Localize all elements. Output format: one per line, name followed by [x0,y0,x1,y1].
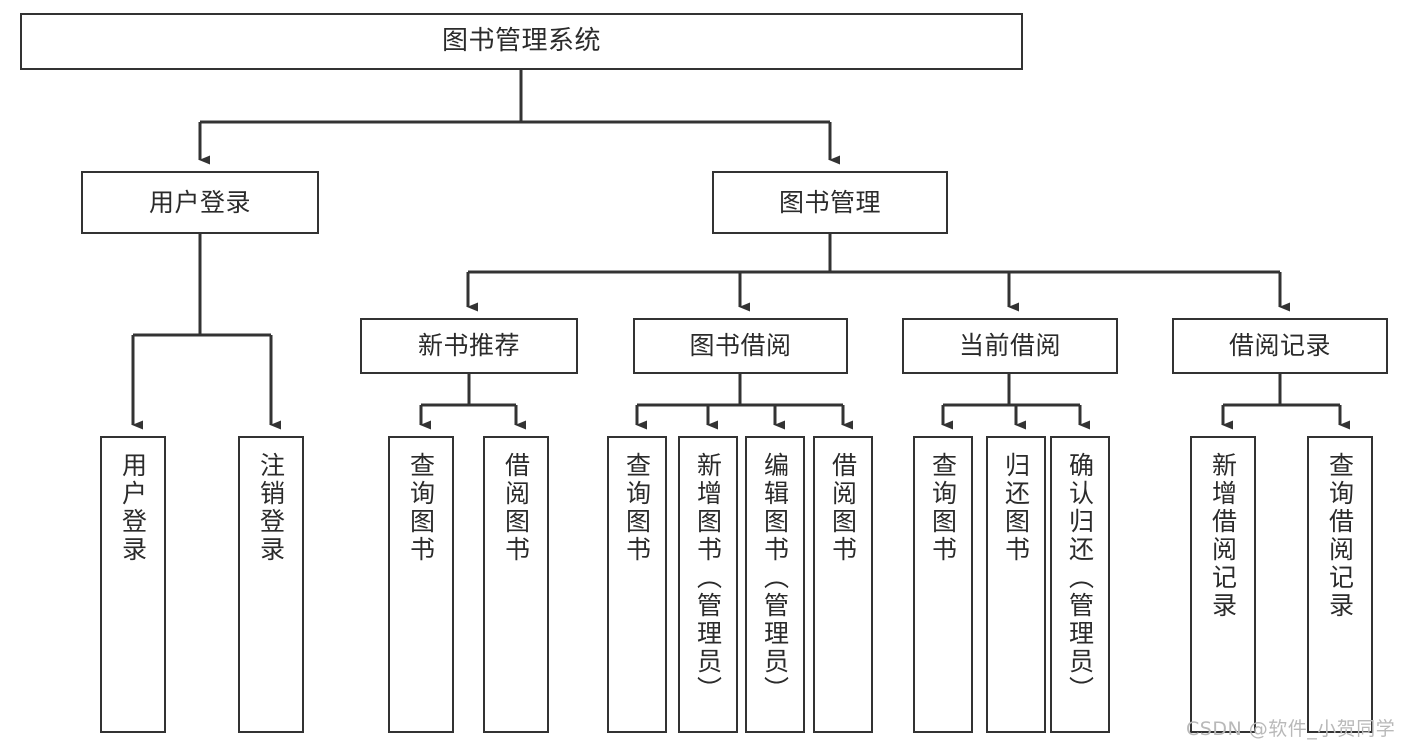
node-leaf-return-book[interactable]: 归还图书 [986,436,1046,733]
node-borrow-record[interactable]: 借阅记录 [1172,318,1388,374]
csdn-watermark: CSDN @软件_小贺同学 [1186,718,1396,740]
node-leaf-confirm-return[interactable]: 确认归还（管理员） [1050,436,1110,733]
node-leaf-edit-book-label: 编辑图书（管理员） [760,452,790,704]
node-book-borrow-label: 图书借阅 [689,331,792,361]
node-leaf-borrow-book-1[interactable]: 借阅图书 [483,436,549,733]
node-leaf-confirm-return-label: 确认归还（管理员） [1065,452,1095,704]
node-leaf-query-book-1[interactable]: 查询图书 [388,436,454,733]
node-book-manage[interactable]: 图书管理 [712,171,948,234]
node-leaf-query-record-label: 查询借阅记录 [1325,452,1355,620]
node-current-borrow-label: 当前借阅 [958,331,1061,361]
node-leaf-logout-label: 注销登录 [256,452,286,564]
node-leaf-user-login[interactable]: 用户登录 [100,436,166,733]
node-leaf-query-book-2-label: 查询图书 [622,452,652,564]
node-root[interactable]: 图书管理系统 [20,13,1023,70]
node-leaf-add-record[interactable]: 新增借阅记录 [1190,436,1256,733]
node-borrow-record-label: 借阅记录 [1228,331,1331,361]
node-leaf-add-book[interactable]: 新增图书（管理员） [678,436,738,733]
node-book-borrow[interactable]: 图书借阅 [633,318,848,374]
node-leaf-borrow-book-2[interactable]: 借阅图书 [813,436,873,733]
node-leaf-borrow-book-1-label: 借阅图书 [501,452,531,564]
node-book-manage-label: 图书管理 [778,187,881,217]
node-root-label: 图书管理系统 [441,26,601,57]
node-leaf-query-record[interactable]: 查询借阅记录 [1307,436,1373,733]
node-new-book-recommend[interactable]: 新书推荐 [360,318,578,374]
node-leaf-query-book-3-label: 查询图书 [928,452,958,564]
node-leaf-query-book-3[interactable]: 查询图书 [913,436,973,733]
node-leaf-query-book-1-label: 查询图书 [406,452,436,564]
node-leaf-return-book-label: 归还图书 [1001,452,1031,564]
node-leaf-edit-book[interactable]: 编辑图书（管理员） [745,436,805,733]
node-leaf-query-book-2[interactable]: 查询图书 [607,436,667,733]
node-user-login-label: 用户登录 [148,187,251,217]
node-leaf-borrow-book-2-label: 借阅图书 [828,452,858,564]
node-leaf-add-book-label: 新增图书（管理员） [693,452,723,704]
node-leaf-user-login-label: 用户登录 [118,452,148,564]
node-new-book-recommend-label: 新书推荐 [417,331,520,361]
node-user-login[interactable]: 用户登录 [81,171,319,234]
node-leaf-logout[interactable]: 注销登录 [238,436,304,733]
node-leaf-add-record-label: 新增借阅记录 [1208,452,1238,620]
node-current-borrow[interactable]: 当前借阅 [902,318,1118,374]
